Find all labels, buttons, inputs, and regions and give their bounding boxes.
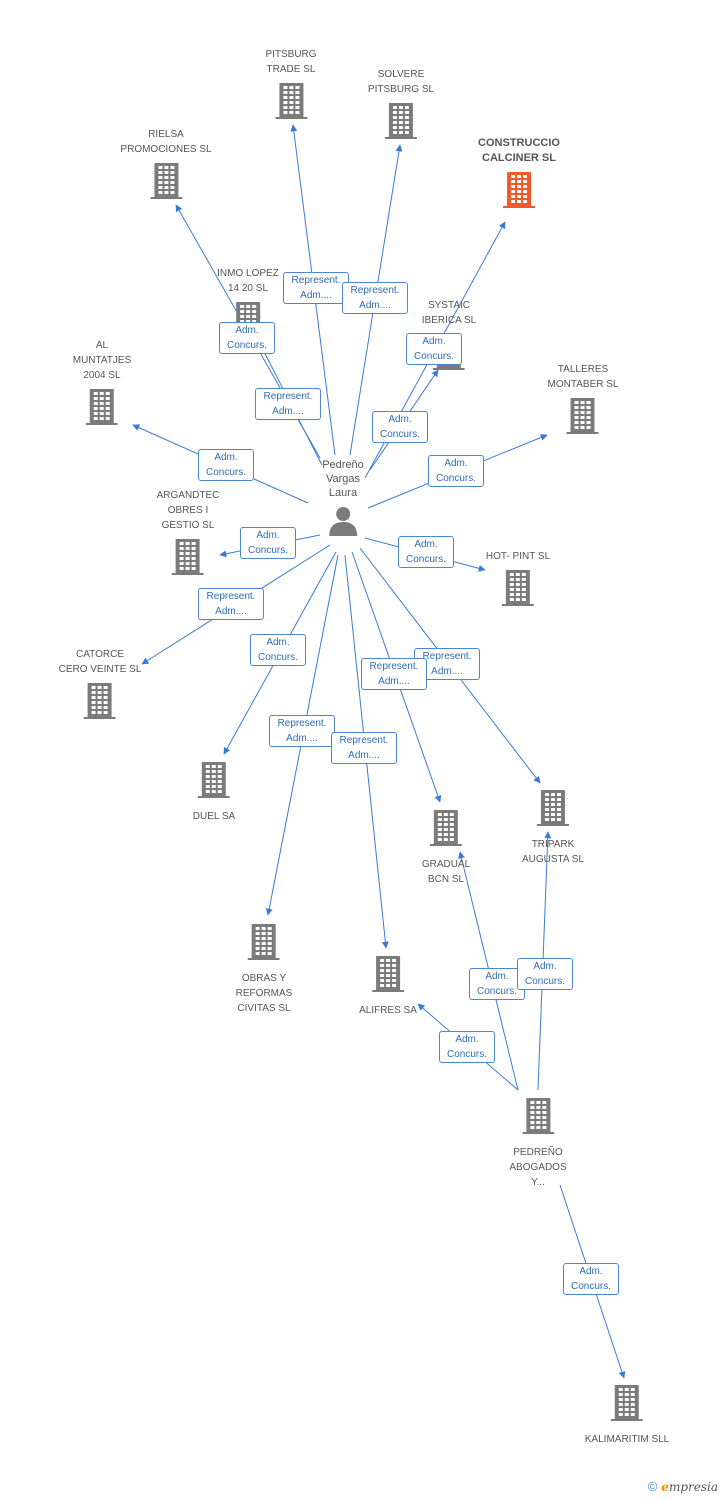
relation-label-hotpint[interactable]: Adm. Concurs. xyxy=(398,536,454,568)
company-node-gradual[interactable]: GRADUAL BCN SL xyxy=(422,810,470,887)
building-icon xyxy=(422,810,470,851)
building-icon xyxy=(236,924,293,965)
building-icon xyxy=(193,762,235,803)
relation-label-rielsa[interactable]: Adm. Concurs. xyxy=(219,322,275,354)
company-name[interactable]: DUEL SA xyxy=(192,811,236,822)
relation-label-talleres[interactable]: Adm. Concurs. xyxy=(428,455,484,487)
company-node-alifres[interactable]: ALIFRES SA xyxy=(359,956,417,1018)
company-node-catorce[interactable]: CATORCE CERO VEINTE SL xyxy=(58,647,142,724)
company-node-kalimaritim[interactable]: KALIMARITIM SLL xyxy=(585,1385,669,1447)
company-node-rielsa[interactable]: RIELSA PROMOCIONES SL xyxy=(120,127,212,204)
person-icon xyxy=(322,506,364,541)
brand-logo: empresia xyxy=(661,1480,718,1494)
company-name[interactable]: GRADUAL BCN SL xyxy=(421,859,471,885)
building-icon xyxy=(59,683,142,724)
company-name[interactable]: OBRAS Y REFORMAS CIVITAS SL xyxy=(235,973,293,1014)
company-name[interactable]: AL MUNTATJES 2004 SL xyxy=(72,340,132,381)
copyright-symbol: © xyxy=(647,1479,658,1494)
company-name[interactable]: CONSTRUCCIO CALCINER SL xyxy=(478,137,560,164)
company-name[interactable]: PITSBURG TRADE SL xyxy=(265,49,317,75)
company-name[interactable]: ALIFRES SA xyxy=(359,1005,417,1016)
company-name[interactable]: HOT- PINT SL xyxy=(485,551,551,562)
company-node-talleres[interactable]: TALLERES MONTABER SL xyxy=(547,362,619,439)
company-name[interactable]: RIELSA PROMOCIONES SL xyxy=(120,129,212,155)
company-node-obras[interactable]: OBRAS Y REFORMAS CIVITAS SL xyxy=(235,924,293,1016)
relation-label-calciner[interactable]: Adm. Concurs. xyxy=(406,333,462,365)
person-name[interactable]: Pedreño Vargas Laura xyxy=(322,459,364,499)
relation-label-gradual[interactable]: Represent. Adm.... xyxy=(361,658,427,690)
company-name[interactable]: TRIPARK AUGUSTA SL xyxy=(521,839,585,865)
relation-label-systaic[interactable]: Adm. Concurs. xyxy=(372,411,428,443)
building-icon xyxy=(265,83,316,124)
company-node-solvere[interactable]: SOLVERE PITSBURG SL xyxy=(368,67,434,144)
relation-label-pitsburg[interactable]: Represent. Adm.... xyxy=(283,272,349,304)
company-node-hotpint[interactable]: HOT- PINT SL xyxy=(486,549,550,611)
company-node-duel[interactable]: DUEL SA xyxy=(193,762,235,824)
company-node-pedreno[interactable]: PEDREÑO ABOGADOS Y... xyxy=(509,1098,567,1190)
relation-label-alifres[interactable]: Adm. Concurs. xyxy=(439,1031,495,1063)
building-icon xyxy=(120,163,211,204)
relation-label-tripark[interactable]: Adm. Concurs. xyxy=(517,958,573,990)
building-icon xyxy=(157,539,220,580)
company-name[interactable]: TALLERES MONTABER SL xyxy=(547,364,619,390)
relation-label-obras[interactable]: Represent. Adm.... xyxy=(269,715,335,747)
company-name[interactable]: CATORCE CERO VEINTE SL xyxy=(58,649,142,675)
relation-label-gradual[interactable]: Adm. Concurs. xyxy=(469,968,525,1000)
relation-label-alifres[interactable]: Represent. Adm.... xyxy=(331,732,397,764)
building-icon xyxy=(368,103,434,144)
company-name[interactable]: PEDREÑO ABOGADOS Y... xyxy=(509,1147,567,1188)
relation-label-duel[interactable]: Adm. Concurs. xyxy=(250,634,306,666)
company-node-pitsburg[interactable]: PITSBURG TRADE SL xyxy=(265,47,317,124)
relation-label-inmo[interactable]: Represent. Adm.... xyxy=(255,388,321,420)
company-name[interactable]: SOLVERE PITSBURG SL xyxy=(367,69,435,95)
company-node-tripark[interactable]: TRIPARK AUGUSTA SL xyxy=(522,790,584,867)
building-icon xyxy=(478,172,560,213)
relation-label-catorce[interactable]: Represent. Adm.... xyxy=(198,588,264,620)
building-icon xyxy=(522,790,584,831)
company-name[interactable]: INMO LOPEZ 14 20 SL xyxy=(217,268,279,294)
relation-label-argandtec[interactable]: Adm. Concurs. xyxy=(240,527,296,559)
building-icon xyxy=(73,389,132,430)
building-icon xyxy=(548,398,619,439)
building-icon xyxy=(585,1385,669,1426)
company-name[interactable]: KALIMARITIM SLL xyxy=(584,1434,670,1445)
person-node[interactable]: Pedreño Vargas Laura xyxy=(322,458,364,541)
building-icon xyxy=(486,570,550,611)
building-icon xyxy=(359,956,417,997)
company-node-al[interactable]: AL MUNTATJES 2004 SL xyxy=(72,338,132,430)
company-node-argandtec[interactable]: ARGANDTEC OBRES I GESTIO SL xyxy=(156,488,220,580)
building-icon xyxy=(509,1098,566,1139)
company-name[interactable]: SYSTAIC IBERICA SL xyxy=(421,300,477,326)
company-name[interactable]: ARGANDTEC OBRES I GESTIO SL xyxy=(156,490,220,531)
relation-label-kalimaritim[interactable]: Adm. Concurs. xyxy=(563,1263,619,1295)
relation-label-al[interactable]: Adm. Concurs. xyxy=(198,449,254,481)
relation-label-solvere[interactable]: Represent. Adm.... xyxy=(342,282,408,314)
footer-brand: ©empresia xyxy=(648,1479,718,1494)
company-node-calciner[interactable]: CONSTRUCCIO CALCINER SL xyxy=(478,136,560,213)
